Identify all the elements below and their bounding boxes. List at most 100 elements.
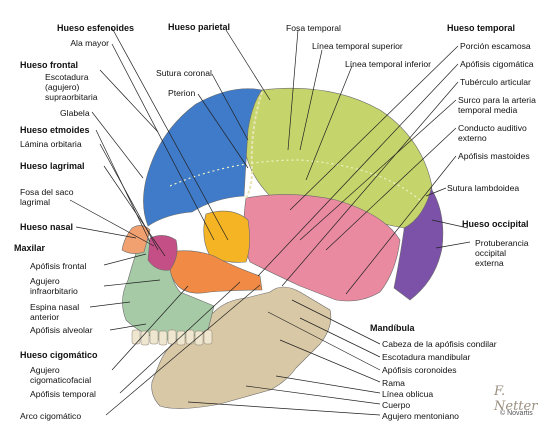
label-linea-oblicua: Línea oblicua	[382, 389, 434, 399]
label-protuberancia-2: occipital	[475, 248, 507, 258]
label-cuerpo: Cuerpo	[382, 400, 411, 410]
leader-line	[245, 385, 381, 405]
leader-line	[281, 81, 459, 287]
leader-line	[111, 27, 229, 241]
leader-line	[257, 63, 459, 277]
leader-line	[211, 73, 249, 141]
label-hueso-temporal: Hueso temporal	[447, 23, 516, 33]
frontal-bone	[143, 88, 263, 227]
leader-line	[69, 199, 155, 247]
tooth	[203, 329, 213, 345]
label-sutura-lambdoidea: Sutura lambdoidea	[447, 183, 520, 193]
leader-line	[287, 29, 299, 151]
leader-line	[431, 219, 469, 229]
leader-line	[267, 311, 381, 371]
tooth	[194, 330, 204, 346]
zygomatic-bone	[167, 250, 263, 294]
label-agujero-cig-2: cigomaticofacial	[30, 375, 92, 385]
label-linea-temp-sup: Línea temporal superior	[312, 41, 403, 51]
leader-line	[197, 93, 249, 169]
label-apofisis-alveolar: Apófisis alveolar	[30, 325, 93, 335]
leader-line	[435, 241, 471, 249]
label-mandibula: Mandíbula	[370, 323, 415, 333]
label-agujero-infra-2: infraorbitario	[30, 286, 78, 296]
leader-line	[99, 69, 159, 133]
leader-line	[325, 127, 457, 251]
label-escotadura-mand: Escotadura mandibular	[382, 352, 471, 362]
leader-line	[345, 155, 457, 295]
label-surco-2: temporal media	[458, 105, 518, 115]
tooth	[167, 329, 177, 345]
leader-line	[275, 375, 381, 394]
label-hueso-parietal: Hueso parietal	[168, 22, 231, 32]
leader-line	[299, 49, 323, 151]
coronal-suture	[245, 91, 263, 199]
tooth	[158, 330, 168, 346]
label-escotadura-2: (agujero)	[45, 82, 80, 92]
label-hueso-esfenoides: Hueso esfenoides	[56, 23, 134, 33]
label-escotadura-3: supraorbitaria	[45, 92, 98, 102]
label-conducto-2: externo	[458, 133, 487, 143]
leader-line	[111, 285, 189, 371]
leader-line	[299, 99, 457, 241]
label-agujero-mentoniano: Agujero mentoniano	[382, 411, 459, 421]
label-conducto-1: Conducto auditivo	[458, 123, 527, 133]
leader-line	[225, 29, 271, 101]
label-espina-nasal-1: Espina nasal	[30, 302, 80, 312]
teeth	[131, 329, 213, 346]
label-hueso-occipital: Hueso occipital	[462, 219, 529, 229]
leader-line	[109, 323, 147, 331]
label-hueso-nasal: Hueso nasal	[20, 222, 74, 232]
label-hueso-etmoides: Hueso etmoides	[20, 125, 90, 135]
label-escotadura-1: Escotadura	[45, 72, 89, 82]
label-apofisis-cigomatica: Apófisis cigomática	[460, 59, 534, 69]
leader-line	[103, 279, 161, 287]
label-surco-1: Surco para la arteria	[458, 95, 536, 105]
leader-line	[305, 65, 353, 181]
leader-line	[103, 165, 166, 257]
label-cabeza-apofisis: Cabeza de la apófisis condilar	[382, 339, 497, 349]
leader-line	[105, 284, 261, 416]
temporal-bone	[243, 194, 401, 302]
label-fosa-temporal: Fosa temporal	[286, 23, 341, 33]
label-tuberculo-articular: Tubérculo articular	[460, 77, 531, 87]
leader-line	[75, 226, 137, 239]
label-apofisis-coronoides: Apófisis coronoides	[382, 365, 457, 375]
label-lamina-orbitaria: Lámina orbitaria	[20, 139, 82, 149]
label-glabela: Glabela	[60, 108, 90, 118]
label-maxilar: Maxilar	[14, 243, 46, 253]
sphenoid-bone	[203, 210, 250, 263]
leader-line	[279, 339, 381, 383]
label-rama: Rama	[382, 378, 405, 388]
leader-line	[425, 187, 447, 197]
tooth	[149, 329, 159, 345]
leader-line	[291, 299, 381, 345]
label-fosa-saco-2: lagrimal	[20, 197, 51, 207]
label-fosa-saco-1: Fosa del saco	[20, 187, 74, 197]
label-hueso-frontal: Hueso frontal	[20, 60, 79, 70]
tooth	[131, 329, 141, 345]
label-pterion: Pterion	[168, 88, 196, 98]
leader-lines	[69, 27, 471, 416]
copyright-credit: © Novartis	[500, 410, 533, 417]
leader-line	[289, 45, 459, 211]
leader-line	[103, 253, 147, 266]
artist-signature: F. Netter	[494, 384, 538, 414]
label-porcion-escamosa: Porción escamosa	[460, 41, 531, 51]
label-apofisis-mastoides: Apófisis mastoides	[458, 151, 530, 161]
label-ala-mayor: Ala mayor	[70, 38, 109, 48]
label-apofisis-frontal: Apófisis frontal	[30, 261, 87, 271]
label-sutura-coronal: Sutura coronal	[156, 68, 212, 78]
leader-line	[119, 281, 241, 394]
label-agujero-cig-1: Agujero	[30, 365, 60, 375]
label-espina-nasal-2: anterior	[30, 312, 60, 322]
leader-line	[99, 143, 159, 251]
leader-line	[187, 401, 381, 416]
label-apofisis-temporal: Apófisis temporal	[30, 389, 96, 399]
label-hueso-lagrimal: Hueso lagrimal	[20, 161, 85, 171]
label-protuberancia-1: Protuberancia	[475, 238, 529, 248]
leader-line	[299, 317, 381, 358]
leader-line	[111, 43, 215, 241]
